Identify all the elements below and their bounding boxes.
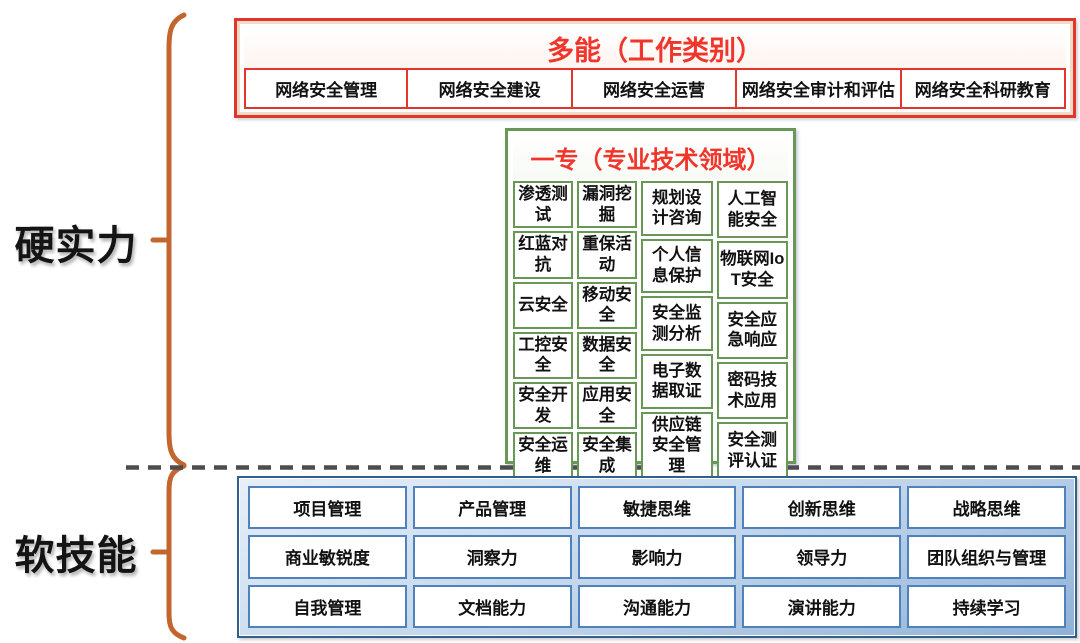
work-category-cell: 网络安全审计和评估 [735, 68, 902, 109]
specialty-cell: 安全运维 [513, 432, 573, 480]
specialty-cell: 安全应急响应 [716, 301, 788, 359]
work-categories-box: 多能（工作类别） 网络安全管理 网络安全建设 网络安全运营 网络安全审计和评估 … [234, 18, 1076, 118]
hard-soft-divider-dashed-line [126, 465, 1080, 470]
specialty-cell: 安全开发 [513, 382, 573, 430]
soft-skill-cell: 持续学习 [907, 584, 1066, 628]
soft-skills-grid: 项目管理 产品管理 敏捷思维 创新思维 战略思维 商业敏锐度 洞察力 影响力 领… [248, 486, 1066, 628]
soft-skill-cell: 团队组织与管理 [907, 535, 1066, 579]
specialty-cell: 安全集成 [577, 432, 637, 480]
specialties-title: 一专（专业技术领域） [513, 135, 788, 179]
specialty-cell: 数据安全 [577, 331, 637, 379]
specialty-cell: 人工智能安全 [716, 181, 788, 239]
soft-skill-cell: 敏捷思维 [577, 486, 737, 530]
soft-skill-cell: 影响力 [577, 535, 737, 579]
specialty-cell: 个人信息保护 [641, 238, 713, 294]
specialty-cell: 渗透测试 [513, 181, 573, 229]
soft-skill-cell: 项目管理 [248, 486, 407, 530]
specialty-cell: 密码技术应用 [716, 361, 788, 420]
work-category-cell: 网络安全建设 [406, 68, 573, 109]
soft-skill-cell: 沟通能力 [577, 584, 737, 628]
soft-skills-brace [150, 463, 187, 641]
soft-skills-label: 软技能 [14, 534, 138, 578]
soft-skill-cell: 创新思维 [742, 486, 902, 530]
hard-power-brace [150, 12, 187, 468]
specialties-box: 一专（专业技术领域） 渗透测试 红蓝对抗 云安全 工控安全 安全开发 安全运维 … [505, 128, 796, 480]
specialties-column-2: 漏洞挖掘 重保活动 移动安全 数据安全 应用安全 安全集成 [577, 181, 637, 480]
specialty-cell: 物联网IoT安全 [716, 241, 788, 299]
soft-skill-cell: 战略思维 [907, 486, 1066, 530]
specialty-cell: 漏洞挖掘 [577, 181, 637, 229]
work-categories-title: 多能（工作类别） [244, 29, 1066, 68]
specialty-cell: 规划设计咨询 [641, 181, 713, 236]
specialty-cell: 重保活动 [577, 231, 637, 279]
soft-skill-cell: 领导力 [742, 535, 902, 579]
specialty-cell: 供应链安全管理 [641, 411, 713, 480]
work-category-cell: 网络安全管理 [244, 68, 409, 109]
specialty-cell: 应用安全 [577, 382, 637, 430]
specialty-cell: 移动安全 [577, 281, 637, 329]
soft-skill-cell: 演讲能力 [742, 584, 902, 628]
specialties-grid: 渗透测试 红蓝对抗 云安全 工控安全 安全开发 安全运维 漏洞挖掘 重保活动 移… [513, 181, 788, 480]
specialty-cell: 工控安全 [513, 331, 573, 379]
specialties-column-3: 规划设计咨询 个人信息保护 安全监测分析 电子数据取证 供应链安全管理 [641, 181, 713, 480]
soft-skill-cell: 商业敏锐度 [248, 535, 407, 579]
specialty-cell: 安全测评认证 [716, 422, 788, 480]
soft-skill-cell: 文档能力 [412, 584, 572, 628]
work-category-cell: 网络安全科研教育 [899, 68, 1066, 109]
specialties-column-4: 人工智能安全 物联网IoT安全 安全应急响应 密码技术应用 安全测评认证 [716, 181, 788, 480]
soft-skill-cell: 产品管理 [412, 486, 572, 530]
soft-skill-cell: 自我管理 [248, 584, 407, 628]
work-category-cell: 网络安全运营 [570, 68, 738, 109]
specialties-column-1: 渗透测试 红蓝对抗 云安全 工控安全 安全开发 安全运维 [513, 181, 573, 480]
specialty-cell: 红蓝对抗 [513, 231, 573, 279]
work-categories-row: 网络安全管理 网络安全建设 网络安全运营 网络安全审计和评估 网络安全科研教育 [244, 68, 1066, 109]
specialty-cell: 电子数据取证 [641, 353, 713, 409]
hard-power-label: 硬实力 [14, 224, 138, 268]
specialty-cell: 云安全 [513, 281, 573, 329]
soft-skill-cell: 洞察力 [412, 535, 572, 579]
specialty-cell: 安全监测分析 [641, 296, 713, 351]
soft-skills-box: 项目管理 产品管理 敏捷思维 创新思维 战略思维 商业敏锐度 洞察力 影响力 领… [237, 476, 1077, 638]
